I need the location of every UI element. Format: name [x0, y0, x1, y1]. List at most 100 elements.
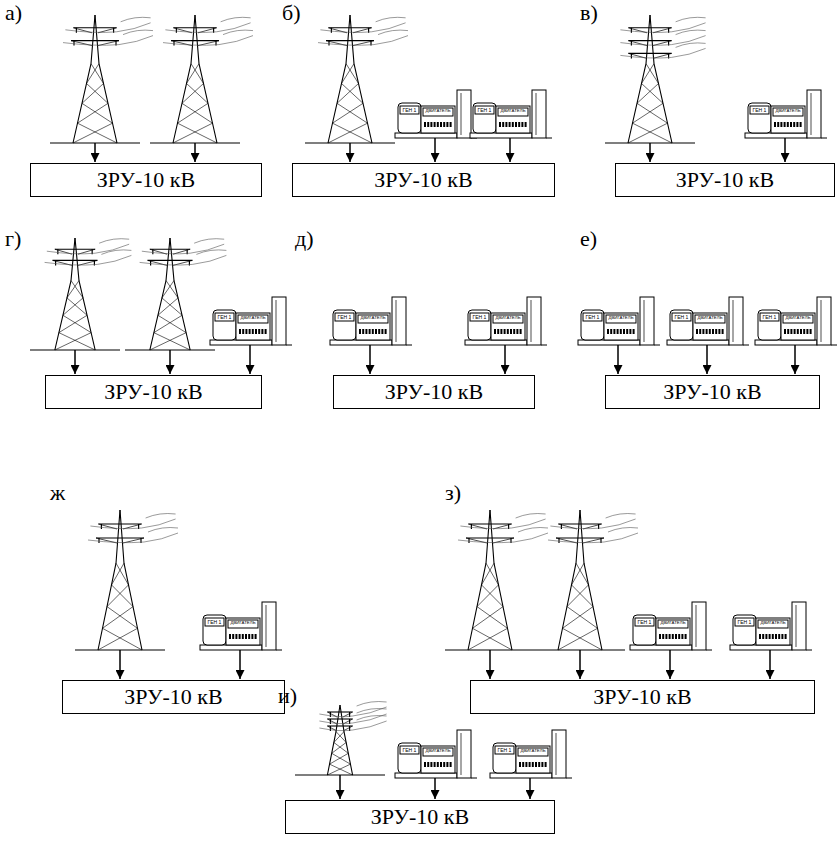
cooling-fin	[510, 329, 512, 334]
power-wire	[194, 239, 224, 244]
control-panel	[272, 297, 286, 345]
base-plate	[730, 645, 792, 650]
panel-edge	[536, 93, 537, 135]
insulator	[631, 28, 632, 33]
tower-leg	[350, 15, 372, 143]
nameplate-text: ДВИГАТЕЛЬ	[498, 109, 528, 113]
nameplate-text: ДВИГАТЕЛЬ	[493, 316, 523, 320]
tower-brace	[63, 298, 83, 315]
tower-brace	[334, 732, 344, 743]
cooling-fin	[522, 762, 524, 767]
cooling-fin	[427, 122, 429, 127]
nameplate-text: ГЕН 1	[760, 315, 779, 320]
cross-arm	[468, 523, 511, 524]
tower-brace	[477, 607, 508, 629]
nameplate-text: ДВИГАТЕЛЬ	[238, 316, 268, 320]
insulator	[76, 28, 77, 33]
name-plate	[758, 620, 788, 628]
tower-brace	[187, 83, 209, 103]
switchgear-box: ЗРУ-10 кВ	[615, 163, 835, 197]
power-wire	[196, 250, 226, 255]
cooling-fin	[762, 634, 764, 639]
cross-arm	[558, 523, 601, 524]
tower-leg	[95, 15, 117, 143]
cooling-fin	[712, 329, 714, 334]
generator-set	[730, 602, 812, 650]
name-plate	[400, 746, 419, 754]
tower-brace	[482, 563, 495, 585]
power-wire	[376, 17, 406, 22]
engine-body	[756, 618, 790, 645]
tower-brace	[563, 607, 594, 629]
tower-brace	[477, 585, 499, 607]
control-panel	[392, 297, 406, 345]
panel-letter: а)	[5, 2, 22, 24]
tower-brace	[154, 315, 182, 332]
power-wire	[148, 528, 178, 533]
tower-leg	[490, 510, 512, 650]
nameplate-text: ГЕН 1	[672, 315, 691, 320]
cooling-fin	[794, 329, 796, 334]
engine-body	[421, 106, 455, 133]
name-plate	[495, 746, 514, 754]
cooling-fin	[434, 122, 436, 127]
cooling-fin	[681, 634, 683, 639]
cooling-fin	[450, 122, 452, 127]
generator-body	[473, 103, 496, 133]
base-plate	[745, 133, 807, 138]
panel-edge	[821, 300, 822, 342]
insulator	[330, 726, 331, 731]
cooling-fin	[509, 122, 511, 127]
transmission-tower	[75, 510, 178, 650]
supply-arrow	[339, 775, 341, 799]
cooling-fin	[529, 762, 531, 767]
tower-brace	[158, 298, 178, 315]
cooling-fin	[427, 762, 429, 767]
tower-brace	[572, 585, 594, 607]
power-wire	[676, 17, 706, 22]
transmission-tower	[50, 15, 153, 143]
cooling-fin	[777, 122, 779, 127]
power-wire	[221, 17, 251, 22]
name-plate	[358, 315, 388, 323]
switchgear-box: ЗРУ-10 кВ	[333, 375, 535, 409]
panel-foot	[286, 345, 292, 346]
engine-body	[356, 313, 390, 340]
insulator	[330, 719, 331, 724]
tower-brace	[330, 753, 349, 764]
transmission-tower	[295, 702, 387, 776]
cooling-fin	[251, 634, 253, 639]
tower-brace	[332, 742, 346, 753]
tower-brace	[336, 732, 346, 743]
generator-set	[755, 297, 837, 345]
supply-arrow	[369, 345, 371, 374]
generator-body	[748, 103, 771, 133]
cooling-fin	[800, 329, 802, 334]
transmission-tower	[30, 238, 131, 350]
name-plate	[518, 748, 548, 756]
cooling-fin	[610, 329, 612, 334]
name-plate	[606, 315, 636, 323]
name-plate	[215, 313, 234, 321]
tower-brace	[112, 585, 134, 607]
cooling-fin	[785, 634, 787, 639]
control-panel	[792, 602, 806, 650]
supply-arrow	[249, 345, 251, 374]
name-plate	[335, 313, 354, 321]
cooling-fin	[626, 329, 628, 334]
cooling-fin	[790, 329, 792, 334]
supply-arrow	[649, 143, 651, 162]
cooling-fin	[229, 634, 231, 639]
box-label: ЗРУ-10 кВ	[593, 686, 691, 708]
cooling-fin	[372, 329, 374, 334]
transmission-tower	[605, 15, 706, 143]
cooling-fin	[261, 329, 263, 334]
cooling-fin	[499, 122, 501, 127]
control-panel	[262, 602, 276, 650]
name-plate	[493, 315, 523, 323]
tower-brace	[337, 83, 359, 103]
cross-arm	[96, 537, 144, 538]
power-wire	[63, 36, 153, 46]
cooling-fin	[443, 762, 445, 767]
power-wire	[378, 30, 408, 35]
